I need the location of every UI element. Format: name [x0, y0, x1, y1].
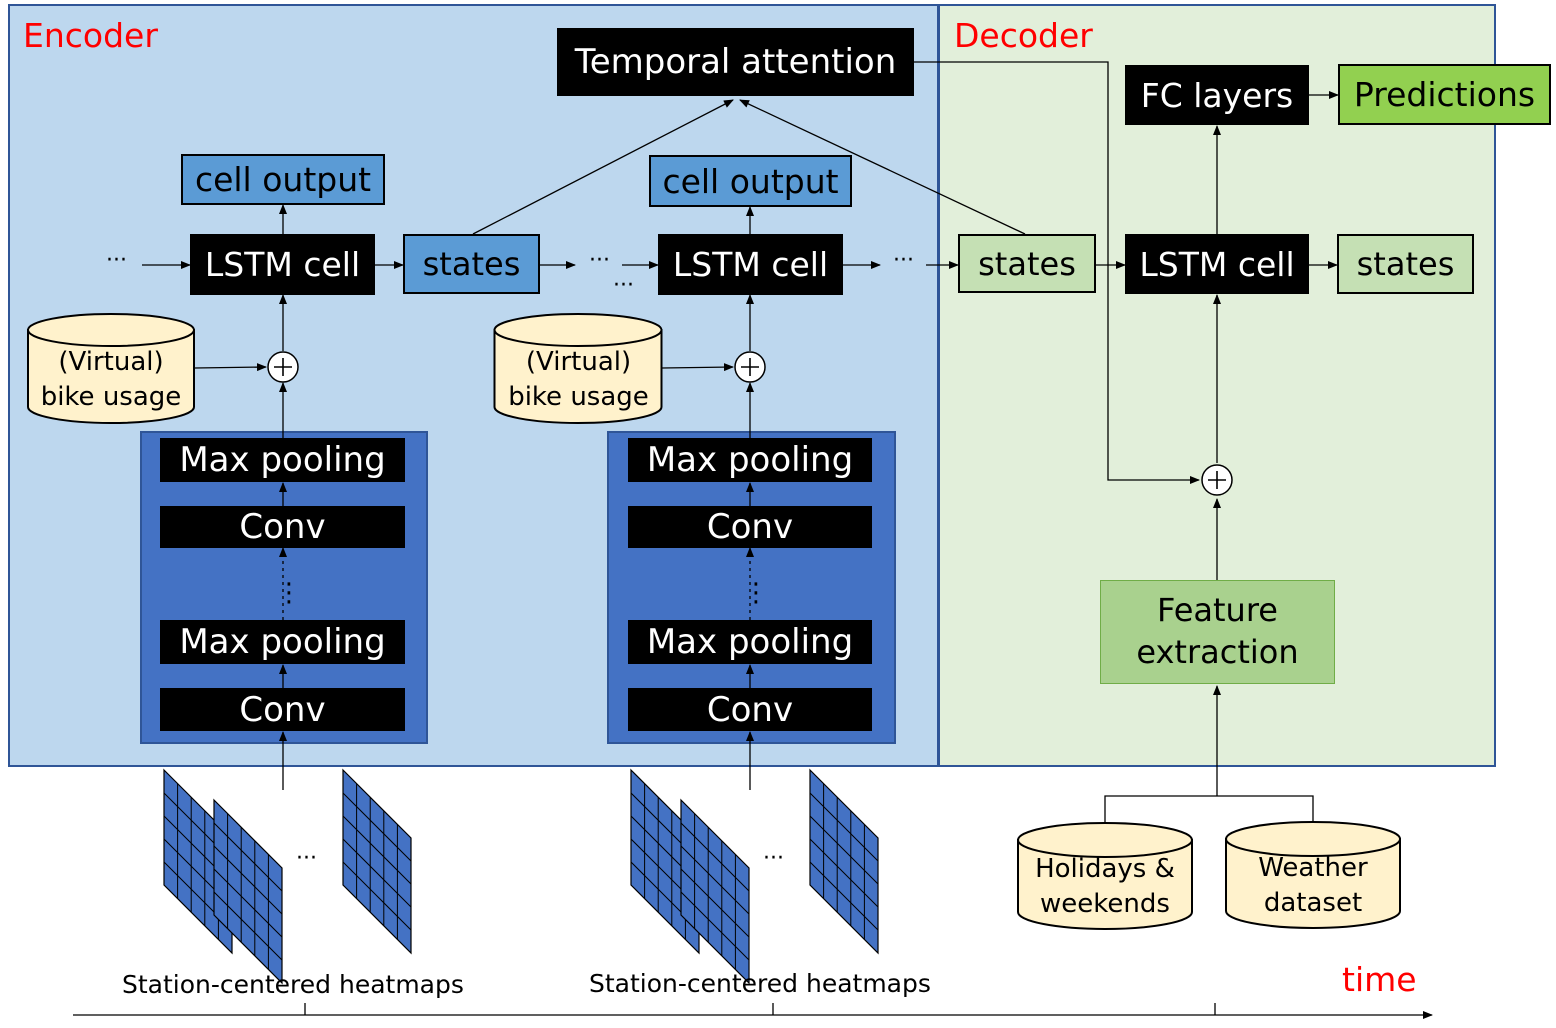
heatmap-grid [809, 768, 879, 955]
ellipsis-chain-mid-2: ··· [613, 273, 634, 298]
usage-cylinder-1-line1: (Virtual) [58, 347, 164, 377]
max-pooling-bottom-2: Max pooling [628, 620, 872, 664]
usage-cylinder-2 [493, 313, 663, 424]
ellipsis-heatmaps-2: ··· [763, 846, 784, 871]
lstm-cell-2: LSTM cell [658, 234, 843, 295]
ellipsis-heatmaps-1: ··· [296, 846, 317, 871]
heatmap-grid [680, 798, 750, 985]
max-pooling-top-1: Max pooling [160, 438, 405, 482]
time-axis-label: time [1342, 960, 1417, 999]
weather-cylinder [1225, 821, 1401, 929]
decoder-states-in: states [958, 234, 1096, 293]
max-pooling-bottom-1: Max pooling [160, 620, 405, 664]
data-cylinders [27, 313, 1401, 930]
heatmap-grid [213, 798, 283, 985]
cell-output-1: cell output [181, 154, 385, 205]
lstm-cell-1: LSTM cell [190, 234, 375, 295]
heatmaps-label-2: Station-centered heatmaps [589, 969, 931, 998]
holidays-cylinder-line1: Holidays & [1035, 854, 1175, 884]
vertical-dots-1: ⋮ [276, 578, 302, 608]
usage-cylinder-2-line2: bike usage [508, 382, 649, 412]
weather-cylinder-line2: dataset [1263, 888, 1363, 918]
conv-top-1: Conv [160, 506, 405, 548]
usage-cylinder-1 [27, 313, 195, 424]
decoder-states-out: states [1337, 234, 1474, 294]
conv-bottom-2: Conv [628, 688, 872, 731]
heatmaps-label-1: Station-centered heatmaps [122, 970, 464, 999]
decoder-title: Decoder [954, 16, 1093, 55]
conv-bottom-1: Conv [160, 688, 405, 731]
decoder-lstm-cell: LSTM cell [1125, 234, 1309, 294]
ellipsis-chain-mid: ··· [589, 248, 610, 273]
holidays-cylinder-line2: weekends [1040, 889, 1170, 919]
cell-output-2: cell output [649, 155, 852, 207]
usage-cylinder-1-line2: bike usage [40, 382, 182, 412]
ellipsis-chain-start: ··· [106, 248, 127, 273]
ellipsis-chain-end: ··· [893, 248, 914, 273]
weather-cylinder-line1: Weather [1258, 853, 1368, 883]
fc-layers-block: FC layers [1125, 65, 1309, 125]
usage-cylinder-2-line1: (Virtual) [525, 347, 632, 377]
encoder-title: Encoder [23, 16, 158, 55]
vertical-dots-2: ⋮ [743, 578, 769, 608]
states-1: states [403, 234, 540, 294]
temporal-attention-block: Temporal attention [557, 28, 914, 96]
holidays-cylinder [1017, 822, 1193, 930]
heatmap-grid [342, 768, 412, 955]
max-pooling-top-2: Max pooling [628, 438, 872, 482]
predictions-block: Predictions [1338, 64, 1551, 125]
feature-extraction-block: Feature extraction [1100, 580, 1335, 684]
conv-top-2: Conv [628, 506, 872, 548]
heatmap-grids [163, 768, 879, 985]
